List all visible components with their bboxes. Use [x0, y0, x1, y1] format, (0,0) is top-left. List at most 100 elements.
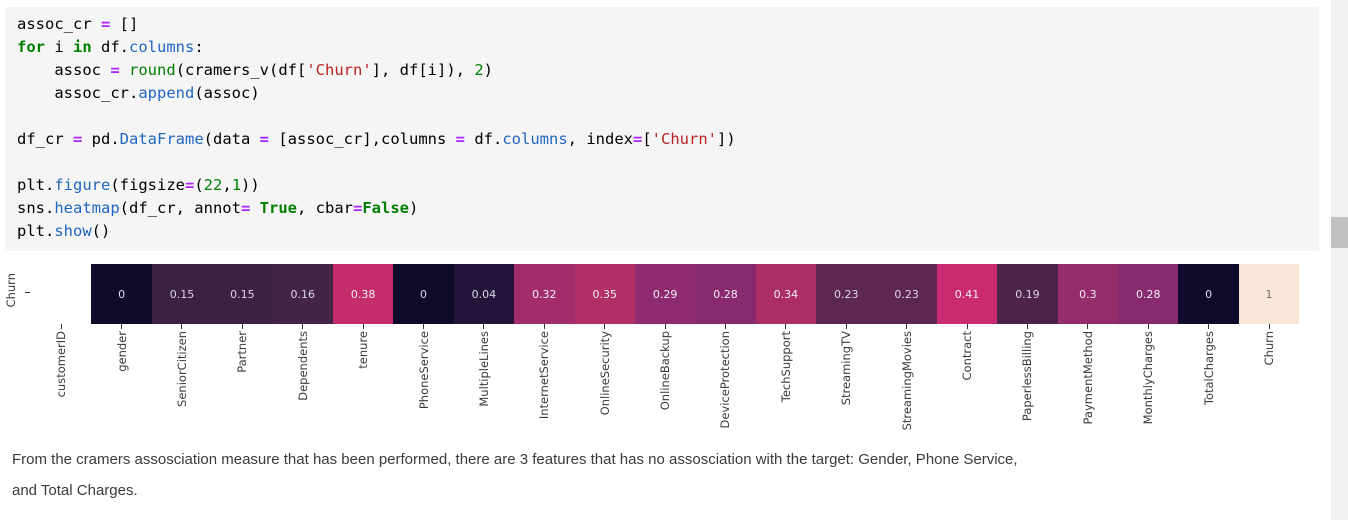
code-token: pd.	[82, 130, 120, 148]
x-tick-label: SeniorCitizen	[174, 331, 189, 407]
code-line: plt.figure(figsize=(22,1))	[17, 174, 1319, 197]
x-tick-mark	[1087, 324, 1089, 329]
code-token: round	[129, 61, 176, 79]
code-token: assoc_cr	[17, 15, 101, 33]
scrollbar-track[interactable]	[1331, 0, 1348, 520]
heatmap-cell-value: 0.16	[290, 287, 316, 301]
x-tick-label: PaymentMethod	[1080, 331, 1095, 425]
code-line	[17, 105, 1319, 128]
x-tick-label: tenure	[356, 331, 371, 369]
code-cell[interactable]: assoc_cr = [] for i in df.columns: assoc …	[5, 7, 1319, 251]
code-token: =	[353, 199, 363, 217]
code-token: )	[483, 61, 494, 79]
x-tick-label: TechSupport	[778, 331, 793, 403]
code-token: columns	[502, 130, 568, 148]
code-token: []	[110, 15, 139, 33]
heatmap-cell: 0.28	[1118, 264, 1179, 324]
heatmap-cell-value: 1	[1265, 287, 1273, 301]
code-token: df.	[465, 130, 503, 148]
x-tick-label: PaperlessBilling	[1020, 331, 1035, 422]
heatmap-cell-value: 0.15	[169, 287, 195, 301]
x-tick-mark	[966, 324, 968, 329]
heatmap-cell: 0	[91, 264, 152, 324]
code-token: plt.	[17, 176, 55, 194]
code-token: ))	[241, 176, 260, 194]
code-line: for i in df.columns:	[17, 36, 1319, 59]
code-token: 'Churn'	[651, 130, 717, 148]
heatmap-cell-value: 0.23	[834, 287, 859, 301]
x-tick-mark	[724, 324, 726, 329]
code-token: =	[101, 15, 111, 33]
x-tick-mark	[1208, 324, 1210, 329]
heatmap-cell: 0.15	[212, 264, 273, 324]
x-tick-mark	[302, 324, 304, 329]
x-tick-mark	[241, 324, 243, 329]
code-token: DataFrame	[119, 130, 204, 148]
scrollbar-thumb[interactable]	[1331, 217, 1348, 248]
code-token: =	[184, 176, 195, 194]
heatmap-cell: 0.16	[272, 264, 333, 324]
heatmap-column: customerID	[31, 264, 92, 430]
heatmap-cell-value: 0.34	[773, 287, 799, 301]
x-tick-label: Partner	[235, 331, 250, 373]
code-token: df_cr	[17, 130, 73, 148]
code-token: ()	[91, 222, 111, 240]
markdown-line: and Total Charges.	[12, 482, 138, 499]
heatmap-cell: 0.35	[574, 264, 635, 324]
heatmap-cell-value: 0.32	[532, 287, 557, 301]
x-tick-mark	[1147, 324, 1149, 329]
code-token	[250, 199, 259, 217]
heatmap-cell: 0.32	[514, 264, 575, 324]
code-token: 22	[203, 176, 223, 194]
code-token: 'Churn'	[306, 61, 372, 79]
heatmap-cell-value: 0.41	[954, 287, 980, 301]
heatmap-cell-value: 0.04	[471, 287, 497, 301]
x-tick-mark	[543, 324, 545, 329]
heatmap-cell: 0.15	[151, 264, 213, 324]
x-tick-label: MonthlyCharges	[1141, 331, 1156, 425]
code-token: :	[194, 38, 204, 56]
code-token: (data	[203, 130, 260, 148]
y-tick-mark	[25, 292, 30, 293]
x-tick-label: Contract	[960, 331, 975, 381]
x-tick-label: Dependents	[295, 331, 310, 401]
x-tick-label: DeviceProtection	[718, 331, 733, 429]
code-token: sns.	[17, 199, 55, 217]
code-token: ], df[i]),	[371, 61, 475, 79]
heatmap-cell-value: 0	[118, 287, 126, 301]
x-tick-mark	[845, 324, 847, 329]
code-token: assoc	[17, 61, 111, 79]
heatmap-cell: 0.38	[332, 264, 394, 324]
code-token: append	[138, 84, 195, 102]
heatmap-cell: 0.29	[634, 264, 696, 324]
x-tick-mark	[604, 324, 606, 329]
code-token: assoc_cr.	[17, 84, 139, 102]
x-tick-label: customerID	[54, 331, 69, 398]
x-tick-mark	[906, 324, 908, 329]
code-line: assoc = round(cramers_v(df['Churn'], df[…	[17, 59, 1319, 82]
code-token: (df_cr, annot	[119, 199, 241, 217]
heatmap-cell: 0	[393, 264, 454, 324]
code-line	[17, 151, 1319, 174]
heatmap-cell-value: 0.29	[652, 287, 678, 301]
heatmap-cell-value: 0.3	[1079, 287, 1097, 301]
heatmap-cell: 0.23	[876, 264, 937, 324]
x-tick-mark	[1026, 324, 1028, 329]
x-tick-label: StreamingMovies	[899, 331, 914, 431]
heatmap-cell-value: 0.38	[350, 287, 376, 301]
y-axis-tick-label: Churn	[4, 273, 18, 308]
heatmap-column: 0.38 tenure	[332, 264, 394, 430]
code-token: columns	[129, 38, 195, 56]
